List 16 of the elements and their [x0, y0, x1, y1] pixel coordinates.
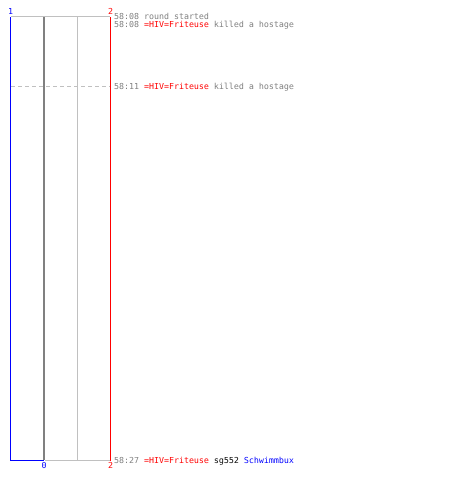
- player-name: =HIV=Friteuse: [144, 82, 209, 90]
- event-text: killed a hostage: [214, 82, 294, 90]
- timestamp: 58:08: [114, 12, 139, 20]
- axis-label: 2: [108, 462, 113, 469]
- player-name: =HIV=Friteuse: [144, 456, 209, 464]
- axis-label: 2: [108, 8, 113, 15]
- weapon-name: sg552: [214, 456, 239, 464]
- player-name: Schwimmbux: [244, 456, 294, 464]
- axis-label: 0: [42, 462, 46, 469]
- event-text: killed a hostage: [214, 20, 294, 28]
- timestamp: 58:08: [114, 20, 139, 28]
- player-name: =HIV=Friteuse: [144, 20, 209, 28]
- timestamp: 58:27: [114, 456, 139, 464]
- timestamp: 58:11: [114, 82, 139, 90]
- event-text: round started: [144, 12, 209, 20]
- axis-label: 1: [8, 8, 13, 15]
